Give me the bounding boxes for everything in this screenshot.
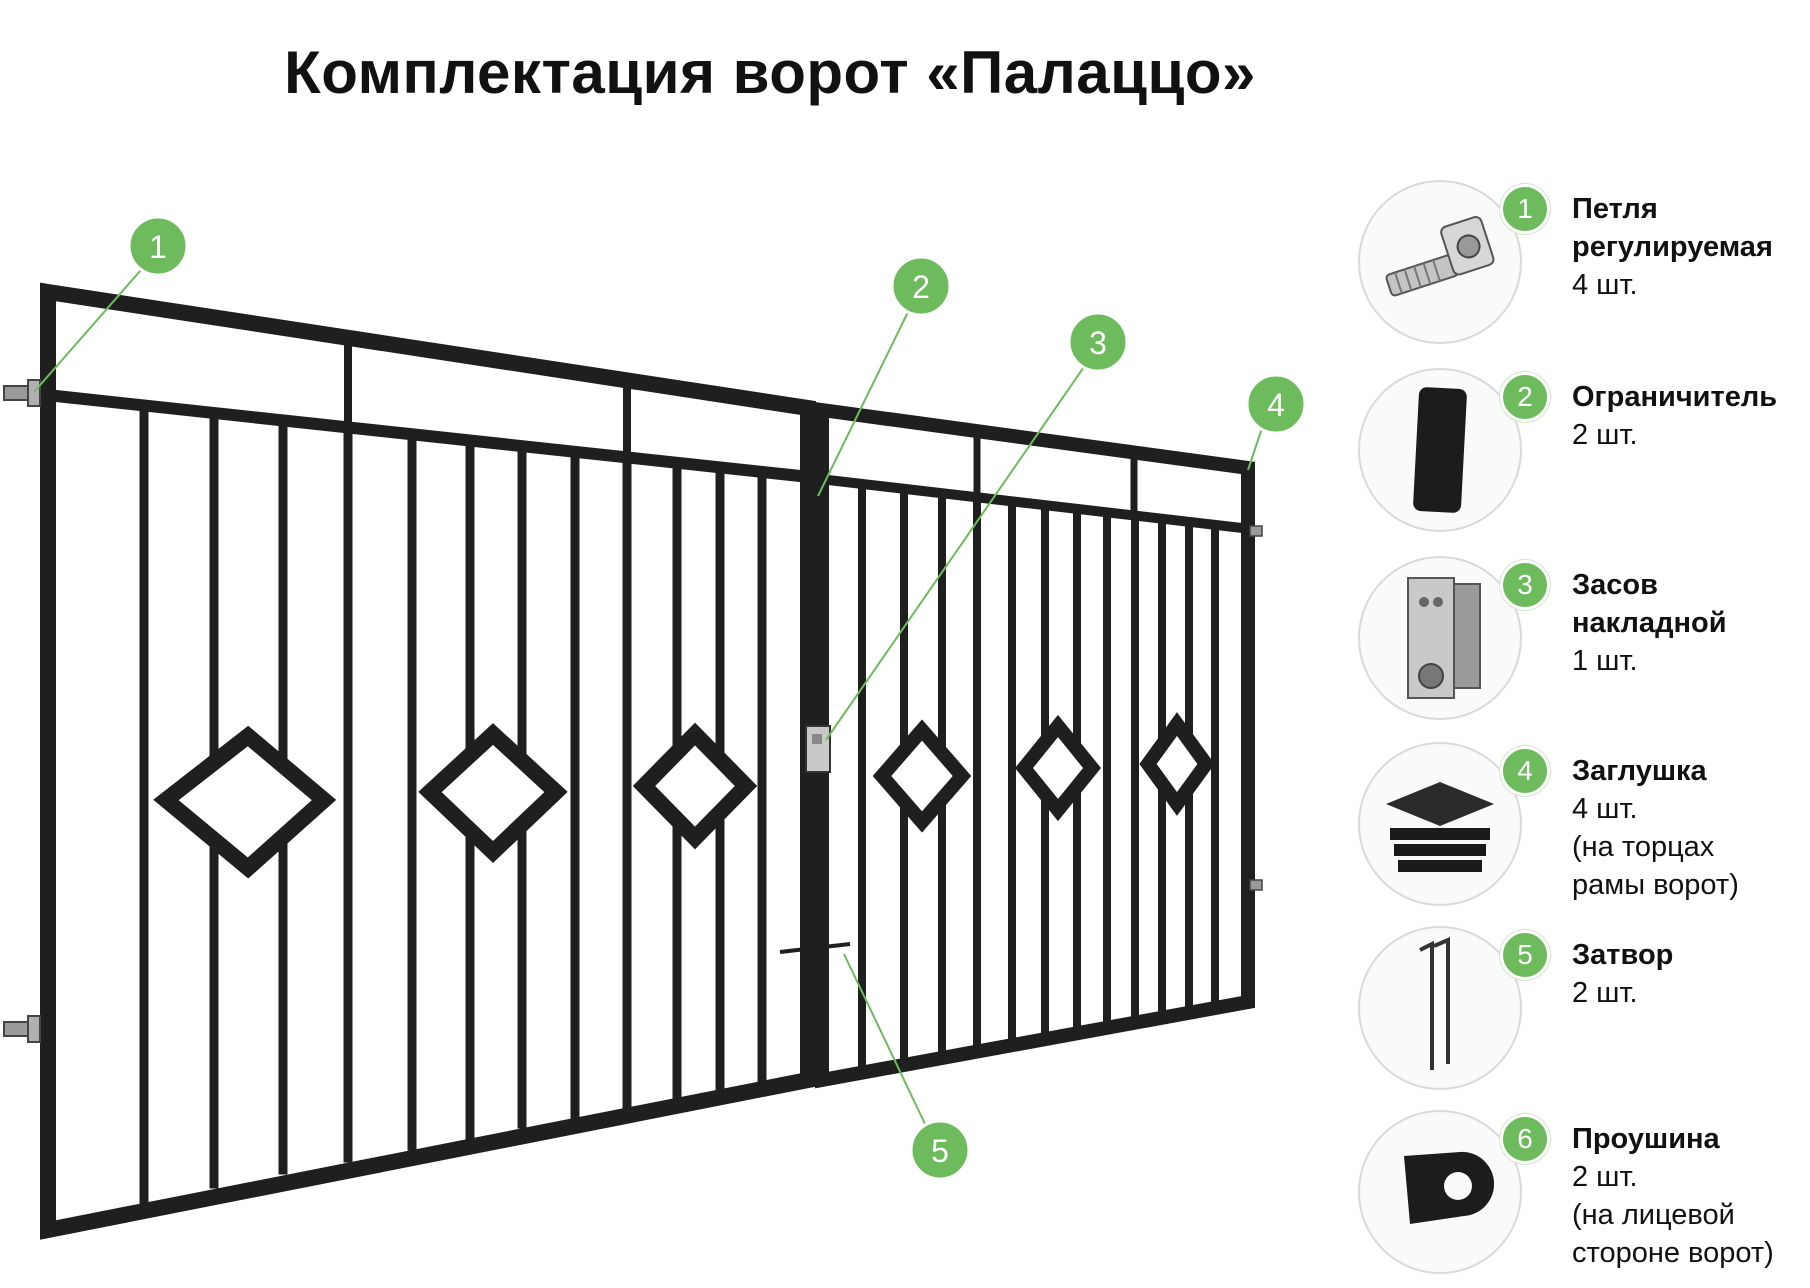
page-title: Комплектация ворот «Палаццо» [284,39,1256,106]
item-description: Засов накладной 1 шт. [1572,569,1727,677]
eyelet-thumbnail [1358,1110,1522,1274]
hinge-bottom-left-icon [3,1015,41,1043]
item-description: Петля регулируемая 4 шт. [1572,193,1773,301]
right-leaf-diamonds [872,712,1215,833]
item-description: Ограничитель 2 шт. [1572,381,1778,451]
hinge-top-right-icon [1249,525,1263,537]
latch-thumbnail [1358,556,1522,720]
hinge-icon [1385,216,1495,297]
plug-thumbnail [1358,742,1522,906]
item-number-badge: 5 [1500,930,1550,980]
svg-text:1: 1 [149,229,167,265]
limiter-icon [1413,387,1467,513]
bolt-icon [1419,936,1450,1070]
right-leaf-top-rail [822,474,1248,534]
svg-text:3: 3 [1089,325,1107,361]
svg-text:4: 4 [1267,387,1285,423]
hinge-bottom-right-icon [1249,879,1263,891]
item-description: Заглушка 4 шт. (на торцах рамы ворот) [1572,755,1739,901]
item-description: Затвор 2 шт. [1572,939,1674,1009]
latch-icon [805,725,831,773]
left-leaf-top-rail [49,389,807,483]
component-item-plug: 4 Заглушка 4 шт. (на торцах рамы ворот) [1358,742,1810,912]
svg-text:2: 2 [912,269,930,305]
callout-4: 4 [1245,373,1307,435]
item-description: Проушина 2 шт. (на лицевой стороне ворот… [1572,1123,1774,1269]
bolt-thumbnail [1358,926,1522,1090]
latch-icon [1407,577,1481,699]
gate-diagram: 1 2 3 4 5 [3,215,1307,1240]
component-item-limiter: 2 Ограничитель 2 шт. [1358,368,1810,538]
left-leaf-frame [40,282,816,1240]
component-item-hinge: 1 Петля регулируемая 4 шт. [1358,180,1810,350]
limiter-thumbnail [1358,368,1522,532]
item-number-badge: 1 [1500,184,1550,234]
component-item-latch: 3 Засов накладной 1 шт. [1358,556,1810,726]
callout-3: 3 [1067,311,1129,373]
item-number-badge: 2 [1500,372,1550,422]
item-number-badge: 6 [1500,1114,1550,1164]
bolt-icon [779,942,851,954]
hinge-thumbnail [1358,180,1522,344]
callout-1: 1 [127,215,189,277]
callout-5: 5 [909,1119,971,1181]
hinge-top-left-icon [3,379,41,407]
component-item-bolt: 5 Затвор 2 шт. [1358,926,1810,1096]
callout-2: 2 [890,255,952,317]
right-leaf-frame [815,401,1255,1089]
left-leaf-diamonds [153,722,758,879]
item-number-badge: 4 [1500,746,1550,796]
component-item-eyelet: 6 Проушина 2 шт. (на лицевой стороне вор… [1358,1110,1810,1280]
eyelet-icon [1404,1151,1495,1224]
item-number-badge: 3 [1500,560,1550,610]
plug-icon [1386,782,1494,872]
svg-text:5: 5 [931,1133,949,1169]
